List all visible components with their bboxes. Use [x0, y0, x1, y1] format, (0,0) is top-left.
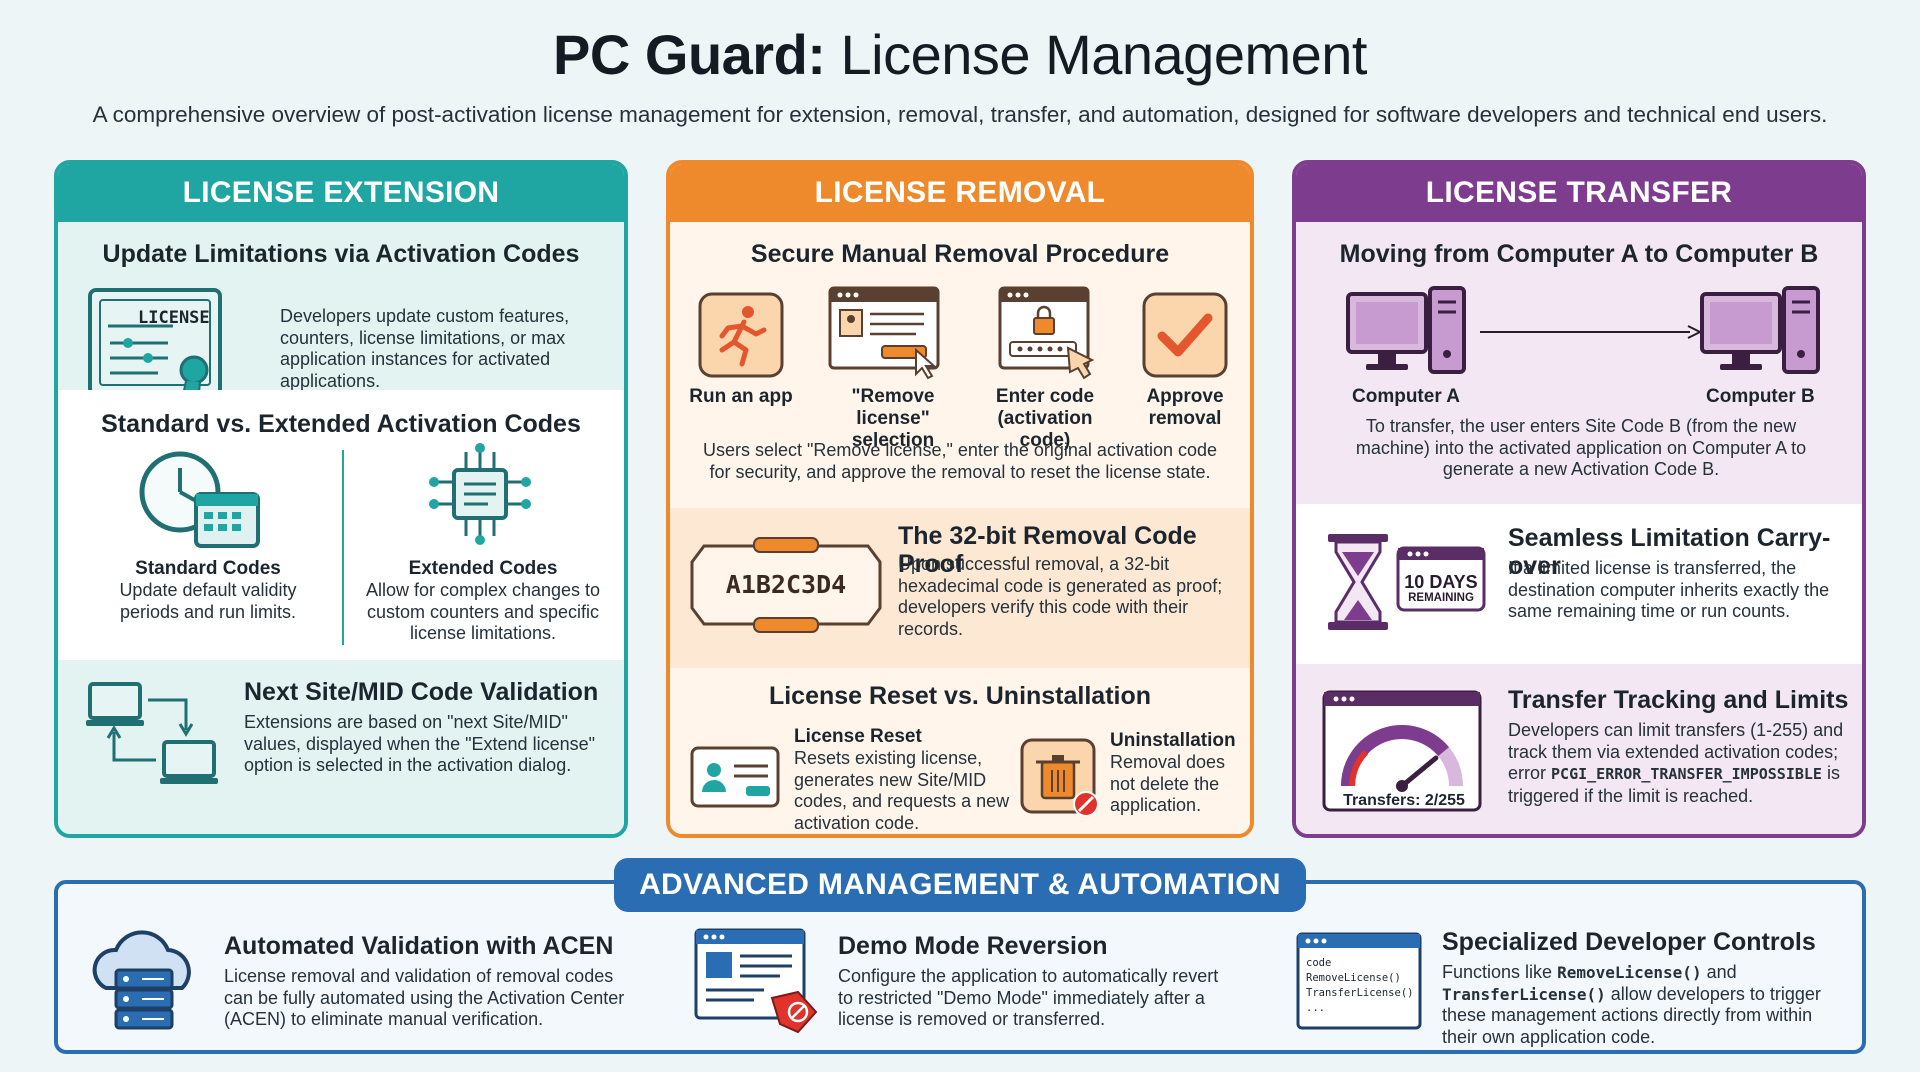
uninstallation-text: Removal does not delete the application. [1110, 752, 1226, 815]
computer-b-label: Computer B [1706, 386, 1815, 407]
next-site-section: Next Site/MID Code Validation Extensions… [58, 660, 624, 834]
developer-controls-text: Functions like RemoveLicense() and Trans… [1442, 962, 1842, 1048]
removal-procedure-title: Secure Manual Removal Procedure [750, 240, 1170, 268]
step-3-label: Enter code (activation code) [995, 386, 1095, 451]
carry-over-text: If a limited license is transferred, the… [1508, 558, 1830, 621]
removal-code-section: A1B2C3D4 The 32-bit Removal Code Proof U… [670, 508, 1250, 668]
fn-transfer-license: TransferLicense() [1442, 984, 1606, 1004]
code-window-icon [1296, 932, 1422, 1030]
demo-window-tag-icon [694, 928, 818, 1034]
carry-over-section: 10 DAYS REMAINING Seamless Limitation Ca… [1296, 504, 1862, 664]
code-line: TransferLicense() [1306, 987, 1414, 999]
moving-computers-section: Moving from Computer A to Computer B Com [1296, 222, 1862, 504]
reset-vs-uninstall-title: License Reset vs. Uninstallation [768, 682, 1152, 710]
code-line: RemoveLicense() [1306, 972, 1401, 984]
update-limitations-section: Update Limitations via Activation Codes … [58, 222, 624, 405]
removal-procedure-section: Secure Manual Removal Procedure Run an a… [670, 222, 1250, 508]
gauge-label: Transfers: 2/255 [1343, 792, 1465, 809]
tracking-text-1: Developers can limit transfers (1-255) a… [1508, 720, 1844, 783]
computer-sync-icon [86, 682, 218, 784]
computer-a-label: Computer A [1352, 386, 1461, 407]
id-card-icon [690, 746, 780, 808]
code-line: code [1306, 957, 1332, 969]
running-person-icon [698, 292, 784, 378]
moving-computers-text: To transfer, the user enters Site Code B… [1355, 416, 1807, 479]
next-site-title: Next Site/MID Code Validation [244, 678, 599, 706]
code-snippet: code RemoveLicense() TransferLicense() .… [1306, 956, 1416, 1016]
enter-code-lock-icon [998, 286, 1095, 380]
advanced-management-heading: ADVANCED MANAGEMENT & AUTOMATION [614, 858, 1306, 912]
tracking-text: Developers can limit transfers (1-255) a… [1508, 720, 1858, 807]
reset-vs-uninstall-section: License Reset vs. Uninstallation License… [670, 668, 1250, 834]
title-light: License Management [840, 23, 1368, 86]
tracking-title: Transfer Tracking and Limits [1508, 686, 1849, 714]
removal-code-title: The 32-bit Removal Code Proof [898, 522, 1197, 578]
transfer-arrow [1480, 325, 1703, 339]
license-reset-label: License Reset [794, 726, 922, 747]
tracking-section: Transfers: 2/255 Transfer Tracking and L… [1296, 664, 1862, 834]
update-limitations-text: Developers update custom features, count… [280, 306, 570, 391]
page-title: PC Guard: License Management [0, 22, 1920, 88]
acen-title: Automated Validation with ACEN [224, 932, 614, 960]
transfer-gauge-icon [1322, 690, 1482, 812]
clock-calendar-icon [139, 451, 260, 548]
developer-controls-title: Specialized Developer Controls [1442, 928, 1816, 956]
trash-delete-icon [1020, 738, 1099, 817]
removal-code-value: A1B2C3D4 [725, 570, 847, 599]
license-removal-panel: LICENSE REMOVAL Secure Manual Removal Pr… [666, 160, 1254, 838]
license-extension-heading: LICENSE EXTENSION [58, 164, 624, 222]
dev-text-1: Functions like [1442, 962, 1553, 982]
circuit-chip-icon [429, 443, 531, 545]
license-certificate-icon [88, 288, 222, 405]
cloud-server-icon [92, 930, 191, 1030]
header: PC Guard: License Management A comprehen… [0, 22, 1920, 128]
error-code: PCGI_ERROR_TRANSFER_IMPOSSIBLE [1551, 765, 1822, 783]
extended-codes-label: Extended Codes [408, 558, 558, 579]
dev-text-2: and [1706, 962, 1737, 982]
step-2-label: "Remove license" selection [851, 386, 935, 451]
activation-codes-section: Standard vs. Extended Activation Codes S… [58, 390, 624, 660]
demo-mode-text: Configure the application to automatical… [838, 966, 1219, 1029]
days-remaining-value: 10 DAYS [1404, 572, 1478, 592]
step-1-label: Run an app [689, 386, 793, 407]
moving-computers-title: Moving from Computer A to Computer B [1339, 240, 1819, 268]
license-reset-text: Resets existing license, generates new S… [794, 748, 1010, 833]
title-bold: PC Guard: [553, 23, 826, 86]
uninstallation-label: Uninstallation [1110, 730, 1236, 751]
dev-text-3: allow developers to trigger these manage… [1442, 983, 1821, 1047]
code-line: ... [1306, 1002, 1325, 1014]
divider [342, 450, 344, 645]
tracking-text-2: is triggered if the limit is reached. [1508, 763, 1840, 806]
license-transfer-panel: LICENSE TRANSFER Moving from Computer A … [1292, 160, 1866, 838]
computer-a-icon [1346, 286, 1466, 374]
standard-codes-label: Standard Codes [135, 558, 281, 579]
carry-over-title: Seamless Limitation Carry-over [1508, 524, 1831, 580]
removal-procedure-text: Users select "Remove license," enter the… [702, 440, 1218, 482]
days-remaining-label: REMAINING [1408, 592, 1474, 604]
standard-codes-text: Update default validity periods and run … [119, 580, 297, 622]
page-subtitle: A comprehensive overview of post-activat… [92, 102, 1828, 127]
acen-text: License removal and validation of remova… [224, 966, 625, 1029]
demo-mode-title: Demo Mode Reversion [838, 932, 1108, 960]
fn-remove-license: RemoveLicense() [1557, 963, 1702, 982]
remove-license-window-icon [828, 286, 940, 380]
license-badge: LICENSE [138, 308, 210, 328]
checkmark-icon [1142, 292, 1228, 378]
activation-codes-title: Standard vs. Extended Activation Codes [101, 410, 581, 438]
step-4-label: Approve removal [1146, 386, 1224, 429]
license-extension-panel: LICENSE EXTENSION Update Limitations via… [54, 160, 628, 838]
next-site-text: Extensions are based on "next Site/MID" … [244, 712, 595, 775]
hourglass-days-icon [1328, 534, 1486, 630]
extended-codes-text: Allow for complex changes to custom coun… [365, 580, 601, 643]
license-transfer-heading: LICENSE TRANSFER [1296, 164, 1862, 222]
license-removal-heading: LICENSE REMOVAL [670, 164, 1250, 222]
removal-code-badge [690, 537, 882, 633]
removal-code-text: Upon successful removal, a 32-bit hexade… [898, 554, 1223, 639]
computer-b-icon [1700, 286, 1820, 374]
update-limitations-title: Update Limitations via Activation Codes [102, 240, 580, 268]
